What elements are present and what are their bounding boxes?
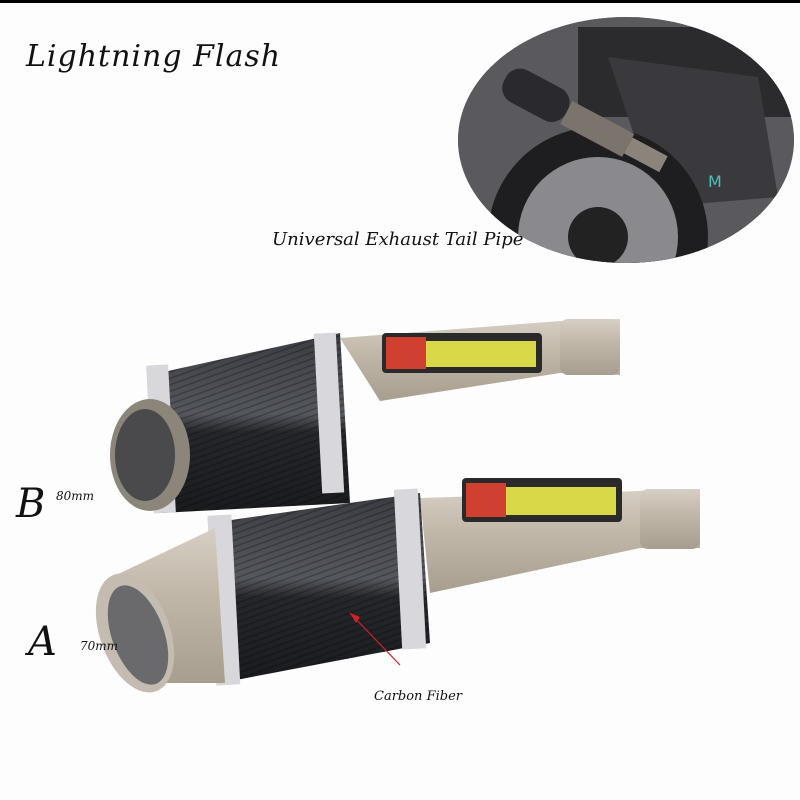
carbon-fiber-label: Carbon Fiber	[374, 689, 462, 704]
variant-b-size: 80mm	[56, 489, 95, 503]
carbon-fiber-arrow	[349, 612, 401, 666]
variant-b-letter: B	[16, 481, 46, 527]
svg-text:M: M	[708, 172, 722, 191]
brand-title: Lightning Flash	[26, 39, 282, 74]
variant-a-size: 70mm	[80, 639, 119, 653]
pipe-b	[110, 319, 620, 514]
inset-motorcycle-photo: M	[458, 17, 794, 263]
exhaust-pipes-illustration	[95, 319, 700, 693]
subtitle: Universal Exhaust Tail Pipe	[272, 229, 524, 250]
variant-a-letter: A	[28, 619, 57, 665]
pipe-a	[95, 478, 700, 693]
